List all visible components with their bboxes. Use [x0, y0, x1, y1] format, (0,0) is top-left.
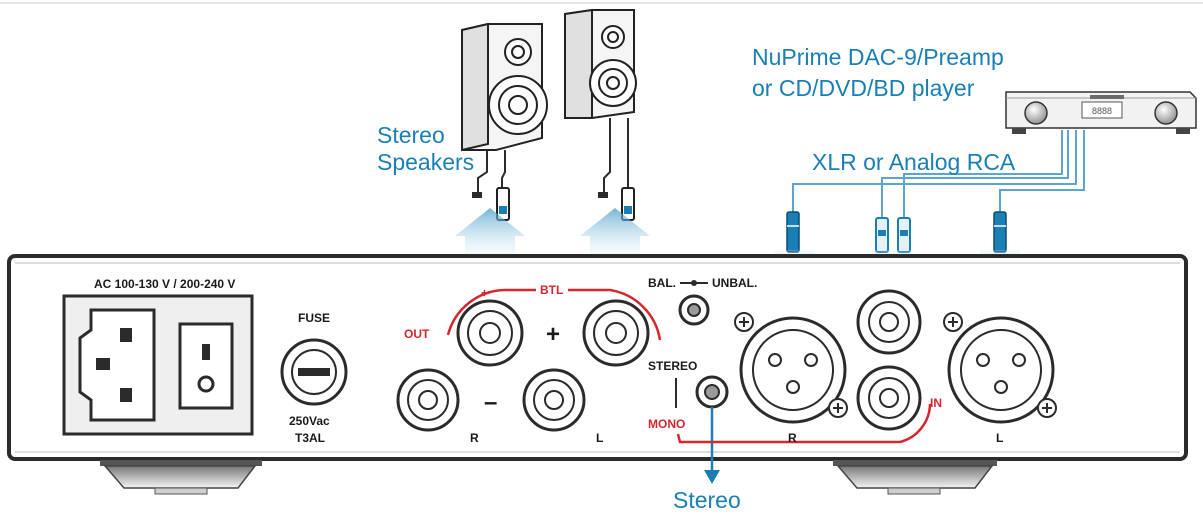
source-cables	[792, 130, 1085, 222]
btl-bracket-left	[446, 288, 560, 336]
speaker-out-arrow-right	[580, 208, 650, 258]
speaker-plug-icons	[472, 187, 635, 221]
left-foot	[100, 460, 262, 495]
rca-input-top[interactable]	[856, 289, 922, 355]
xlr-input-l[interactable]	[943, 312, 1057, 424]
source-callout-line1: NuPrime DAC-9/Preamp	[752, 44, 1004, 70]
fuse-title: FUSE	[298, 311, 330, 325]
ac-voltage-label: AC 100-130 V / 200-240 V	[94, 277, 235, 291]
speaker-l-label: L	[596, 431, 603, 445]
source-callout-line2: or CD/DVD/BD player	[752, 75, 975, 101]
mono-in-bracket	[676, 403, 932, 444]
speaker-terminal-l-minus[interactable]	[522, 368, 586, 432]
source-display-readout: 8888	[1092, 106, 1112, 116]
source-device-icon	[1005, 91, 1197, 134]
power-switch[interactable]	[178, 322, 234, 410]
right-foot	[833, 460, 997, 495]
xlr-l-label: L	[996, 431, 1003, 445]
plus-sign: +	[546, 321, 560, 348]
left-speaker-icon	[461, 22, 548, 152]
speaker-cable-right	[603, 118, 629, 194]
stereo-output-callout: Stereo	[673, 487, 741, 513]
bal-unbal-toggle[interactable]	[678, 294, 710, 326]
bal-label: BAL.	[648, 276, 676, 290]
speaker-terminal-r-minus[interactable]	[396, 368, 460, 432]
speaker-terminal-r-plus[interactable]	[456, 299, 524, 367]
fuse-holder[interactable]	[280, 338, 348, 406]
speaker-r-label: R	[470, 431, 479, 445]
xlr-input-r[interactable]	[734, 312, 848, 424]
in-label: IN	[930, 396, 942, 410]
stereo-output-arrowhead	[704, 470, 720, 484]
unbal-label: UNBAL.	[712, 276, 757, 290]
rca-plug-icons	[875, 217, 911, 253]
stereo-switch-label: STEREO	[648, 359, 697, 373]
xlr-plug-r-icon	[786, 211, 800, 253]
speakers-callout-line1: Stereo	[377, 122, 445, 148]
out-label: OUT	[404, 327, 430, 341]
cables-callout: XLR or Analog RCA	[812, 149, 1016, 175]
rca-input-bottom[interactable]	[856, 365, 922, 431]
btl-bracket-right	[560, 288, 662, 341]
right-speaker-icon	[564, 8, 637, 119]
stereo-mono-toggle[interactable]	[695, 375, 729, 409]
fuse-rating-voltage: 250Vac	[289, 414, 330, 428]
xlr-r-label: R	[788, 431, 797, 445]
speaker-out-arrow-left	[455, 208, 525, 258]
xlr-plug-l-icon	[993, 211, 1007, 253]
iec-power-inlet[interactable]	[78, 308, 156, 422]
speakers-callout-line2: Speakers	[377, 149, 474, 175]
mono-switch-label: MONO	[648, 417, 685, 431]
fuse-rating-type: T3AL	[295, 431, 325, 445]
speaker-terminal-l-plus[interactable]	[582, 299, 650, 367]
speaker-cable-left	[477, 150, 506, 194]
minus-sign: –	[484, 389, 497, 416]
btl-label: BTL	[540, 283, 563, 297]
btl-plus-sign: +	[481, 286, 488, 300]
